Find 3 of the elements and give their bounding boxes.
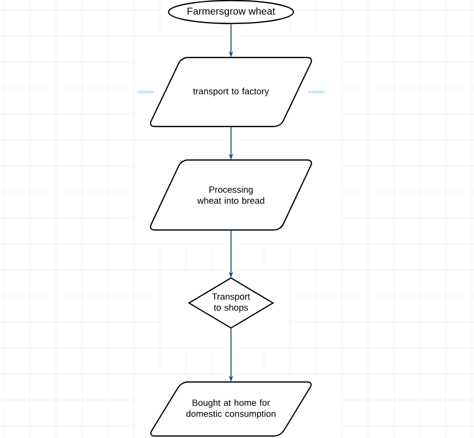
data-parallelogram: Bought at home for domestic consumption (150, 381, 312, 437)
data-parallelogram: Processing wheat into bread (150, 159, 312, 231)
data-parallelogram: transport to factory (150, 56, 312, 128)
